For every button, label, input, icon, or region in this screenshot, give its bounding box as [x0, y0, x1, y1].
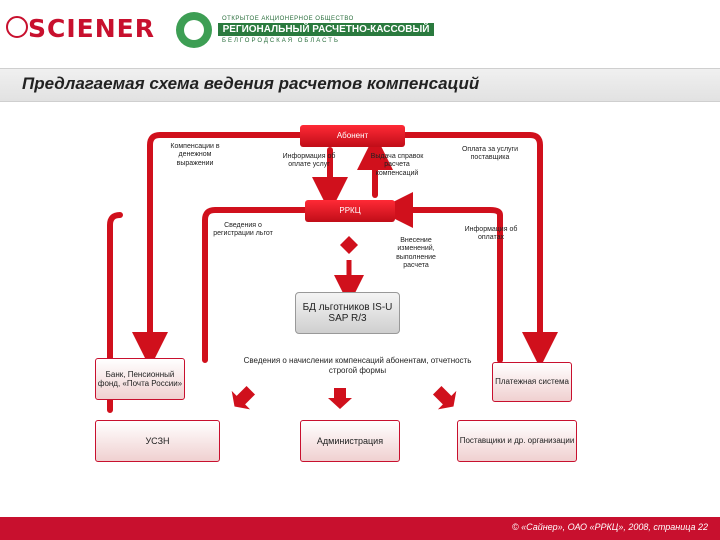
node-bank: Банк, Пенсионный фонд, «Почта России»: [95, 358, 185, 400]
label-issue-certs: Выдача справок расчета компенсаций: [370, 153, 424, 177]
label-accruals: Сведения о начислении компенсаций абонен…: [243, 356, 472, 375]
partner-top-text: ОТКРЫТОЕ АКЦИОНЕРНОЕ ОБЩЕСТВО: [222, 16, 354, 22]
title-bar: [0, 68, 720, 102]
partner-region: БЕЛГОРОДСКАЯ ОБЛАСТЬ: [222, 38, 340, 44]
node-administration: Администрация: [300, 420, 400, 462]
node-rrkc: РРКЦ: [305, 200, 395, 222]
node-payment-system: Платежная система: [492, 362, 572, 402]
rrkc-logo-inner: [184, 20, 204, 40]
label-changes: Внесение изменений, выполнение расчета: [396, 237, 436, 270]
label-privilege-info: Сведения о регистрации льгот: [213, 222, 273, 238]
footer-text: © «Сайнер», ОАО «РРКЦ», 2008, страница 2…: [511, 522, 708, 532]
footer-bar: [0, 517, 720, 540]
label-compensation-cash: Компенсации в денежном выражении: [170, 143, 220, 167]
page-title: Предлагаемая схема ведения расчетов комп…: [22, 74, 480, 93]
node-suppliers: Поставщики и др. организации: [457, 420, 577, 462]
label-pay-services: Оплата за услуги поставщика: [461, 146, 519, 162]
sciener-logo-icon: [6, 16, 28, 38]
diagram-arrows: [107, 132, 558, 413]
brand-sciener: SCIENER: [28, 14, 155, 43]
label-info-payment: Информация об оплате услуг: [282, 153, 336, 169]
label-payments-info: Информация об оплатах: [464, 226, 518, 242]
node-db: БД льготников IS-U SAP R/3: [295, 292, 400, 334]
partner-name: РЕГИОНАЛЬНЫЙ РАСЧЕТНО-КАССОВЫЙ ЦЕНТР: [218, 23, 434, 48]
node-abonent: Абонент: [300, 125, 405, 147]
node-uszn: УСЗН: [95, 420, 220, 462]
